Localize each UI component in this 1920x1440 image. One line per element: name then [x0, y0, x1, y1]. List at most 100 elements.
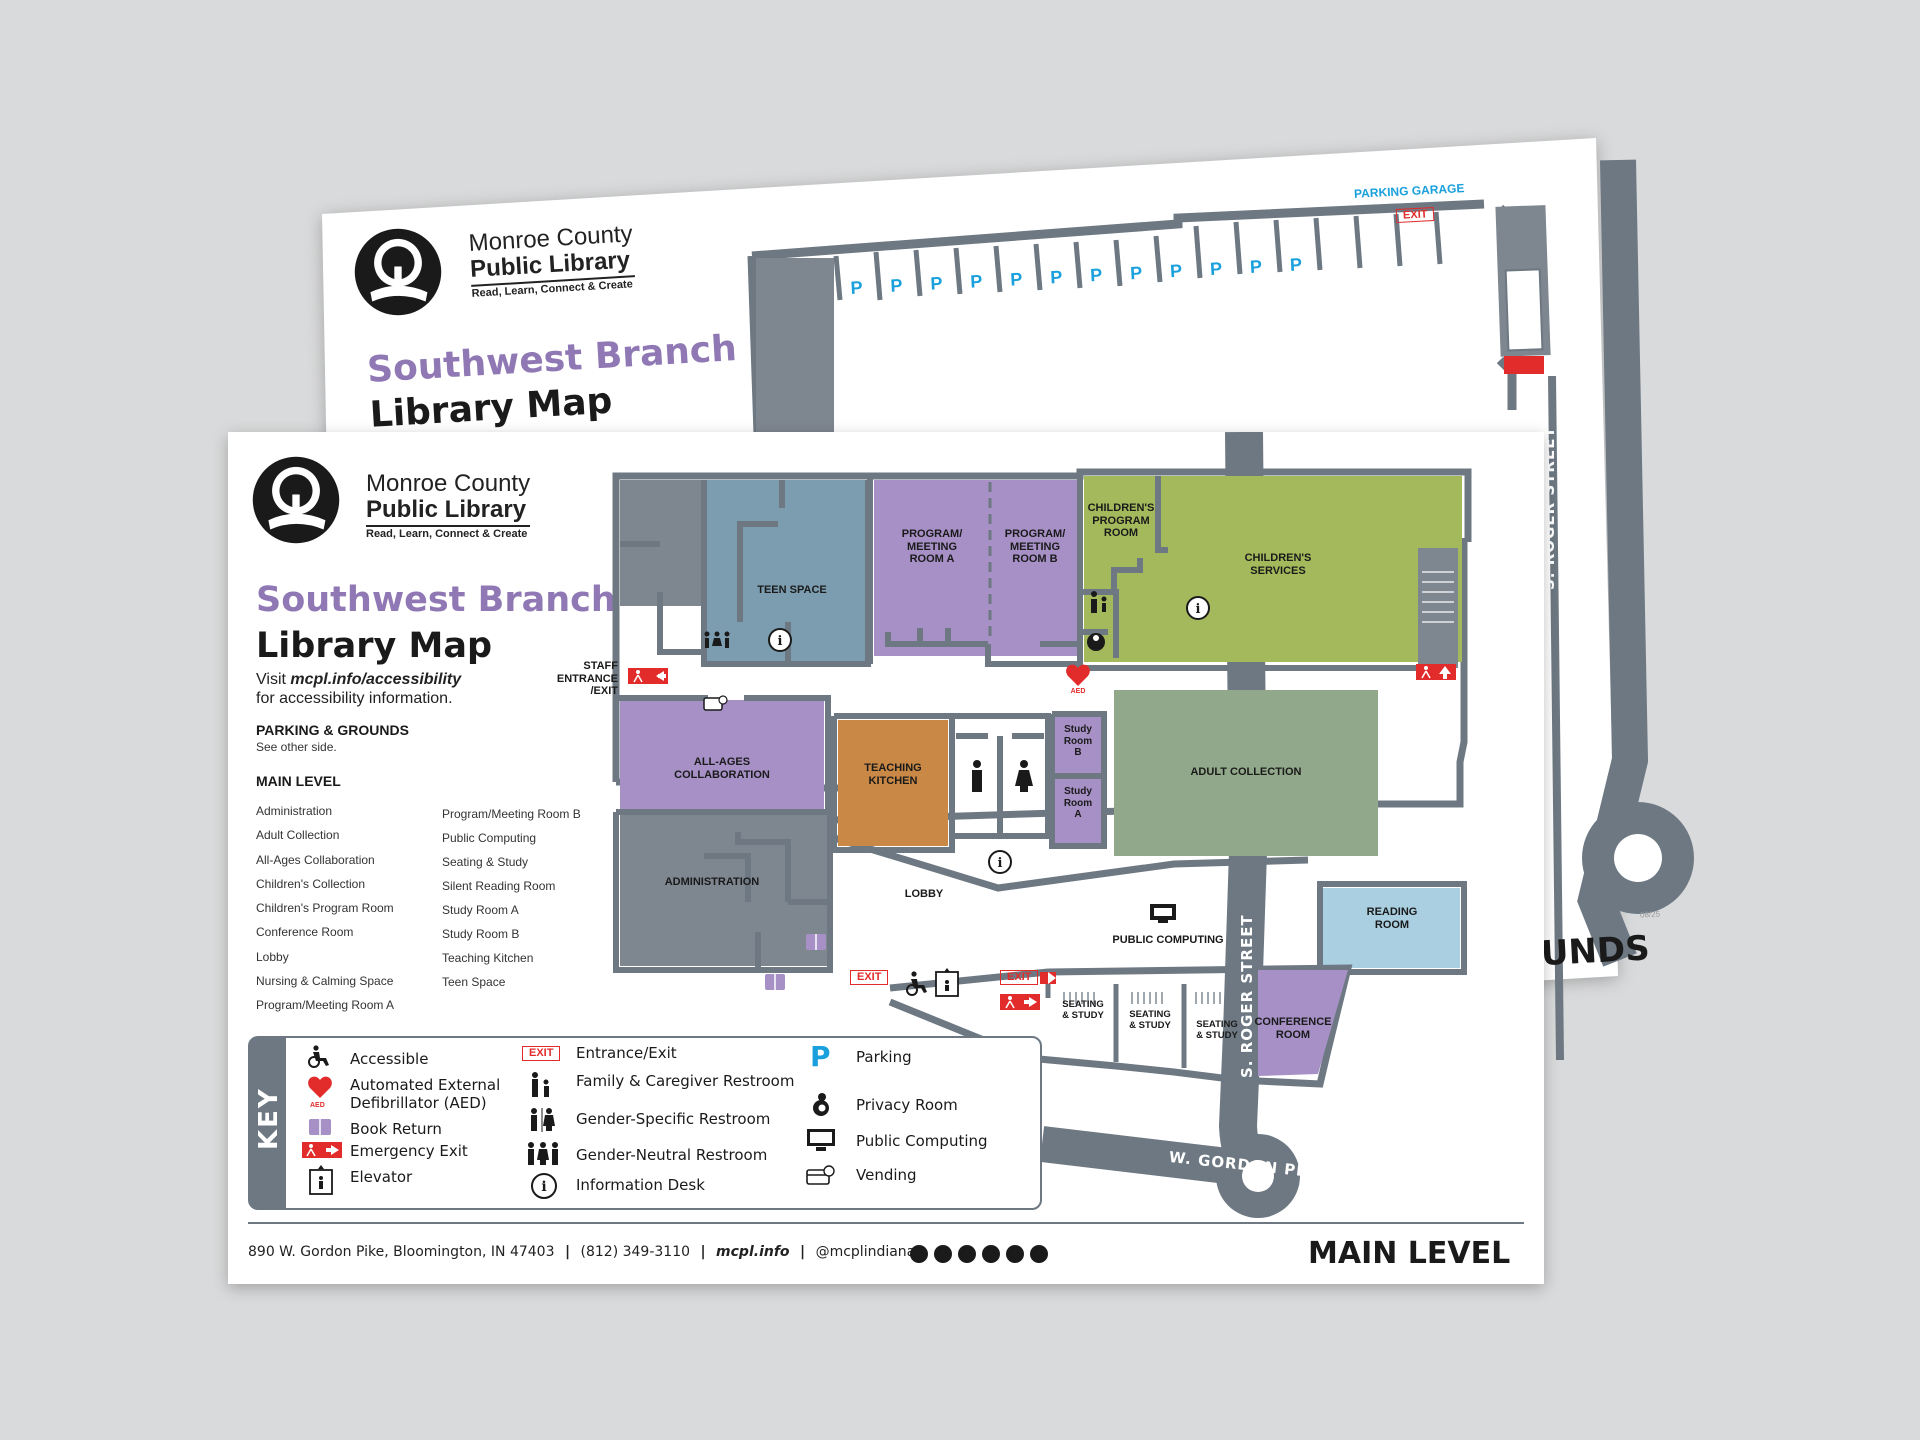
teaching-kitchen-room: [838, 720, 948, 846]
public-computing-icon: [1150, 904, 1176, 923]
footer-phone[interactable]: (812) 349-3110: [580, 1244, 691, 1260]
linkedin-icon[interactable]: [1006, 1245, 1024, 1263]
key-entrance-exit: Entrance/Exit: [576, 1044, 677, 1062]
room-list-item: Program/Meeting Room B: [442, 807, 581, 821]
back-stair-block: [756, 258, 834, 436]
exit-badge: EXIT: [1000, 970, 1039, 985]
label-adult-collection: ADULT COLLECTION: [1190, 766, 1302, 778]
room-list-item: Teen Space: [442, 975, 506, 989]
parking-icon: P: [889, 275, 903, 296]
room-list-item: Administration: [256, 804, 333, 818]
gender-specific-restroom-icon: [531, 1108, 555, 1132]
parking-icon: P: [1009, 268, 1023, 290]
family-restroom-icon: [532, 1072, 549, 1097]
label-program-room-b: PROGRAM/ MEETING ROOM B: [1004, 528, 1066, 566]
front-sheet: Monroe County Public Library Read, Learn…: [228, 432, 1544, 1284]
conference-room: [1258, 970, 1348, 1076]
visit-suffix: for accessibility information.: [256, 690, 453, 708]
label-all-ages-collaboration: ALL-AGES COLLABORATION: [674, 756, 770, 781]
childrens-stair-block: [1418, 548, 1458, 668]
main-level-heading: MAIN LEVEL: [256, 773, 341, 789]
label-public-computing: PUBLIC COMPUTING: [1112, 934, 1224, 946]
all-ages-collaboration-room: [620, 700, 824, 810]
social-icons: [910, 1245, 1048, 1263]
label-childrens-program-room: CHILDREN'S PROGRAM ROOM: [1087, 502, 1155, 540]
rooms-column-1: Administration Adult Collection All-Ages…: [256, 799, 394, 1018]
childrens-services-area: [1084, 476, 1462, 662]
key-aed-badge: AED: [310, 1102, 325, 1109]
back-code: 08/25: [1639, 909, 1661, 920]
emergency-exit-icon: [302, 1142, 342, 1158]
footer-social-handle[interactable]: @mcplindiana: [815, 1244, 916, 1260]
instagram-icon[interactable]: [910, 1245, 928, 1263]
footer-website-link[interactable]: mcpl.info: [716, 1244, 790, 1260]
back-logo-tree-icon: [354, 228, 442, 316]
key-public-computing: Public Computing: [856, 1132, 988, 1150]
room-list-item: Conference Room: [256, 925, 354, 940]
label-seating-2: SEATING & STUDY: [1129, 1009, 1171, 1031]
key-gender-specific: Gender-Specific Restroom: [576, 1110, 771, 1128]
parking-heading: PARKING & GROUNDS: [256, 722, 409, 738]
adult-collection-area: [1114, 690, 1378, 856]
parking-icon: P: [1289, 254, 1303, 275]
family-restroom-icon: [1091, 591, 1107, 613]
key-aed: Automated External Defibrillator (AED): [350, 1076, 501, 1112]
key-gender-neutral: Gender-Neutral Restroom: [576, 1146, 768, 1164]
label-study-room-b: Study Room B: [1063, 724, 1093, 758]
label-lobby: LOBBY: [904, 888, 944, 900]
youtube-icon[interactable]: [982, 1245, 1000, 1263]
visit-prefix: Visit: [256, 671, 291, 688]
study-room-a: [1054, 778, 1102, 844]
book-return-icon: [806, 934, 826, 950]
footer-rule: [248, 1222, 1524, 1224]
front-org-line2: Public Library: [366, 496, 527, 523]
privacy-room-icon: [1087, 633, 1105, 651]
label-seating-1: SEATING & STUDY: [1062, 999, 1104, 1021]
room-list-item: Lobby: [256, 949, 289, 964]
svg-text:i: i: [778, 634, 783, 649]
parking-icon: P: [850, 277, 864, 298]
label-seating-3: SEATING & STUDY: [1196, 1019, 1238, 1041]
room-list-item: Children's Program Room: [256, 901, 394, 916]
parking-icon: P: [969, 271, 983, 292]
program-room-a: [874, 480, 990, 656]
footer-address: 890 W. Gordon Pike, Bloomington, IN 4740…: [248, 1244, 555, 1260]
room-list-item: Children's Collection: [256, 876, 366, 891]
floor-plan: i i i: [612, 432, 1472, 1218]
book-return-icon: [309, 1119, 331, 1135]
room-list-item: Public Computing: [442, 831, 537, 845]
parking-icon: P: [1089, 264, 1103, 286]
info-desk-icon: i: [768, 628, 792, 652]
lower-wing-wall: [888, 964, 1353, 1088]
aed-icon: [1066, 664, 1090, 686]
facebook-icon[interactable]: [934, 1245, 952, 1263]
accessibility-link[interactable]: mcpl.info/accessibility: [290, 671, 462, 688]
label-aed: AED: [1070, 688, 1086, 695]
book-return-icon: [765, 974, 785, 990]
elevator-icon: [935, 968, 959, 997]
elevator-icon: [309, 1165, 333, 1195]
room-list-item: All-Ages Collaboration: [256, 852, 375, 867]
room-list-item: Program/Meeting Room A: [256, 998, 395, 1013]
privacy-room-icon: [813, 1093, 829, 1116]
info-desk-icon: i: [531, 1173, 557, 1199]
key-book-return: Book Return: [350, 1120, 442, 1138]
emergency-exit-icon: [1416, 664, 1456, 680]
parking-icon: P: [1049, 266, 1063, 288]
emergency-exit-icon: [1000, 994, 1040, 1010]
x-icon[interactable]: [958, 1245, 976, 1263]
label-conference-room: CONFERENCE ROOM: [1254, 1016, 1332, 1041]
back-exit-badge: EXIT: [1395, 207, 1435, 223]
key-elevator: Elevator: [350, 1168, 413, 1186]
key-title: KEY: [254, 1087, 284, 1150]
key-title-bar: KEY: [250, 1038, 286, 1208]
program-room-b: [990, 480, 1080, 656]
tiktok-icon[interactable]: [1030, 1245, 1048, 1263]
footer-contact: 890 W. Gordon Pike, Bloomington, IN 4740…: [248, 1244, 916, 1260]
study-room-b: [1054, 716, 1102, 774]
label-study-room-a: Study Room A: [1063, 786, 1093, 820]
parking-note: See other side.: [256, 740, 337, 754]
front-logo-tree-icon: [252, 456, 340, 544]
public-computing-icon: [807, 1129, 835, 1151]
parking-icon: P: [1249, 256, 1263, 278]
